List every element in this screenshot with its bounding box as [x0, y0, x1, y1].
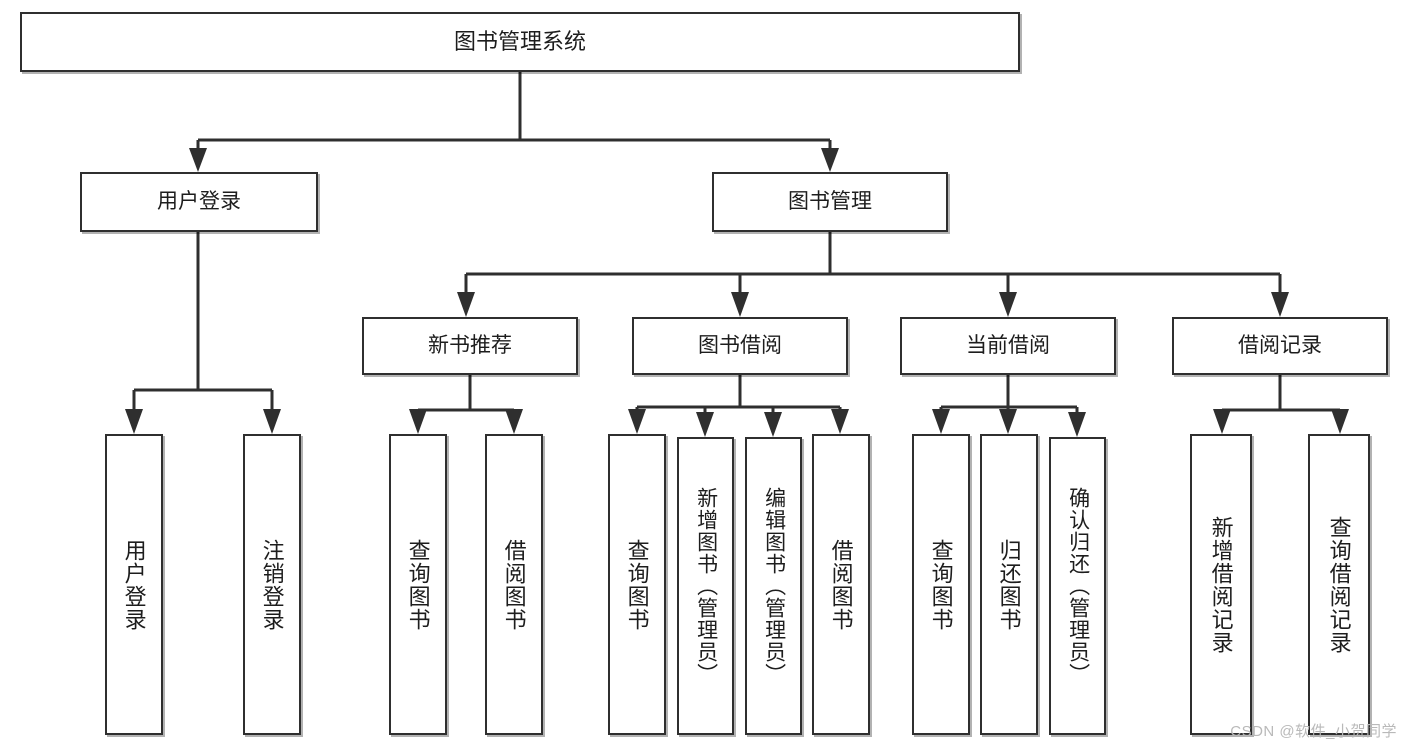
leaf-add-book-admin[interactable]: 新增图书（管理员） — [677, 437, 734, 735]
leaf-user-logout[interactable]: 注销登录 — [243, 434, 301, 735]
leaf-query-book-current[interactable]: 查询图书 — [912, 434, 970, 735]
node-label: 查询借阅记录 — [1326, 515, 1352, 654]
node-label: 确认归还（管理员） — [1066, 487, 1090, 685]
node-user-login[interactable]: 用户登录 — [80, 172, 318, 232]
node-label: 新增借阅记录 — [1208, 515, 1234, 654]
node-label: 图书管理 — [788, 190, 872, 214]
node-label: 查询图书 — [928, 538, 954, 631]
node-label: 查询图书 — [405, 538, 431, 631]
leaf-query-book-borrow[interactable]: 查询图书 — [608, 434, 666, 735]
node-label: 新增图书（管理员） — [694, 487, 718, 685]
node-label: 图书借阅 — [698, 334, 782, 358]
leaf-query-book-recommend[interactable]: 查询图书 — [389, 434, 447, 735]
node-label: 借阅记录 — [1238, 334, 1322, 358]
node-root-system[interactable]: 图书管理系统 — [20, 12, 1020, 72]
node-borrow-record[interactable]: 借阅记录 — [1172, 317, 1388, 375]
node-label: 当前借阅 — [966, 334, 1050, 358]
leaf-query-borrow-record[interactable]: 查询借阅记录 — [1308, 434, 1370, 735]
node-label: 编辑图书（管理员） — [762, 487, 786, 685]
leaf-user-login[interactable]: 用户登录 — [105, 434, 163, 735]
leaf-return-book[interactable]: 归还图书 — [980, 434, 1038, 735]
node-label: 新书推荐 — [428, 334, 512, 358]
node-book-borrow[interactable]: 图书借阅 — [632, 317, 848, 375]
node-label: 图书管理系统 — [453, 28, 586, 54]
node-label: 用户登录 — [157, 190, 241, 214]
leaf-add-borrow-record[interactable]: 新增借阅记录 — [1190, 434, 1252, 735]
node-book-manage[interactable]: 图书管理 — [712, 172, 948, 232]
node-label: 注销登录 — [259, 538, 285, 631]
node-label: 借阅图书 — [501, 538, 527, 631]
leaf-confirm-return-admin[interactable]: 确认归还（管理员） — [1049, 437, 1106, 735]
node-label: 查询图书 — [624, 538, 650, 631]
leaf-borrow-book[interactable]: 借阅图书 — [812, 434, 870, 735]
node-new-book-recommend[interactable]: 新书推荐 — [362, 317, 578, 375]
leaf-edit-book-admin[interactable]: 编辑图书（管理员） — [745, 437, 802, 735]
node-label: 用户登录 — [121, 538, 147, 631]
node-current-borrow[interactable]: 当前借阅 — [900, 317, 1116, 375]
leaf-borrow-book-recommend[interactable]: 借阅图书 — [485, 434, 543, 735]
node-label: 借阅图书 — [828, 538, 854, 631]
node-label: 归还图书 — [996, 538, 1022, 631]
watermark-text: CSDN @软件_小贺同学 — [1230, 723, 1397, 740]
